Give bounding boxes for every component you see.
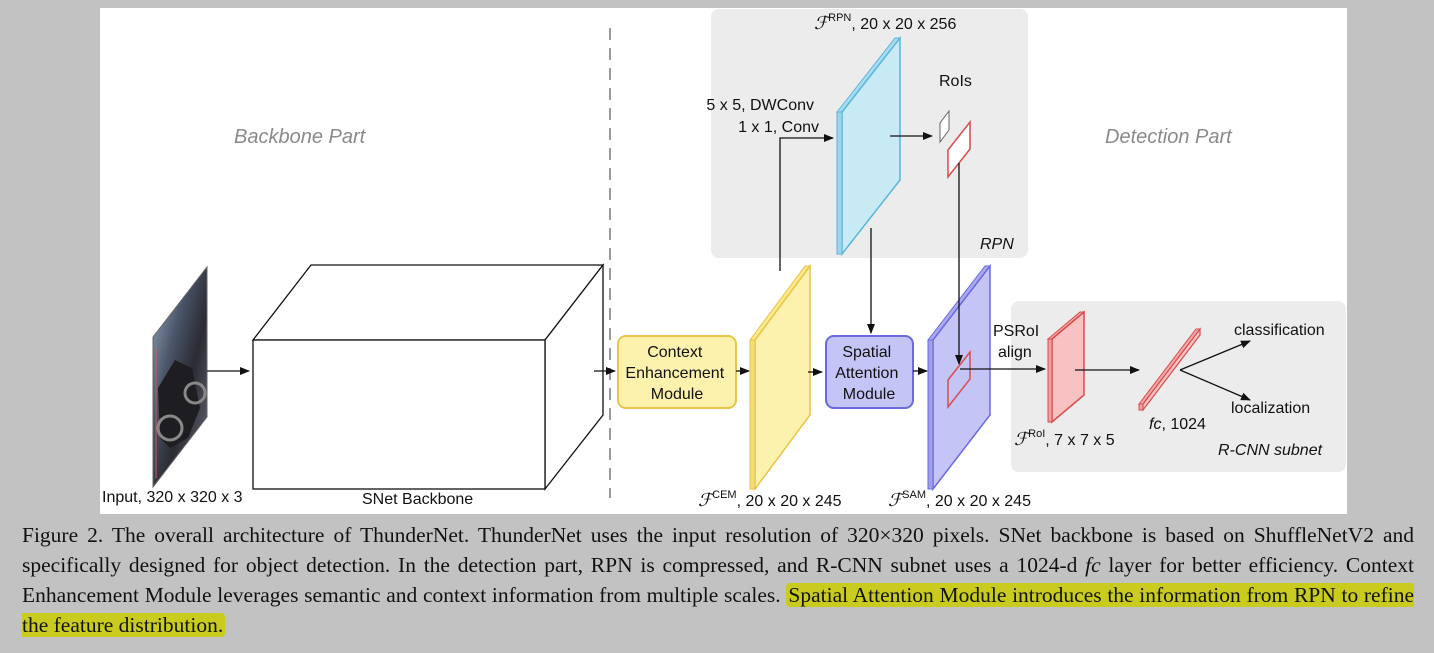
rpn-label: RPN: [980, 236, 1014, 253]
sam-module-line-1: Spatial: [842, 344, 891, 361]
rpn-conv-label-1: 5 x 5, DWConv: [706, 97, 814, 114]
figure-caption: Figure 2. The overall architecture of Th…: [22, 520, 1415, 640]
rpn-feature-map: [835, 35, 902, 257]
sam-feature-label: ℱSAM, 20 x 20 x 245: [888, 489, 1031, 510]
snet-backbone-label: SNet Backbone: [362, 491, 473, 508]
psroi-label-2: align: [998, 344, 1032, 361]
backbone-part-label: Backbone Part: [234, 126, 367, 148]
cem-module-line-3: Module: [651, 386, 704, 403]
fc-label: fc, 1024: [1149, 416, 1206, 433]
snet-backbone-cuboid: [251, 263, 605, 491]
architecture-diagram: Backbone Part Detection Part Input, 320 …: [102, 9, 1346, 510]
rois-label: RoIs: [939, 73, 972, 90]
figure-panel: Backbone Part Detection Part Input, 320 …: [100, 8, 1347, 514]
input-label: Input, 320 x 320 x 3: [102, 489, 243, 506]
rpn-conv-label-2: 1 x 1, Conv: [738, 119, 819, 136]
caption-fc: fc: [1085, 553, 1101, 577]
classification-label: classification: [1234, 322, 1325, 339]
caption-text-1: Figure 2. The overall architecture of Th…: [22, 523, 1414, 577]
arrow-cem-to-rpn: [779, 134, 834, 271]
sam-module-label: Spatial Attention Module: [835, 344, 903, 403]
cem-feature-label: ℱCEM, 20 x 20 x 245: [698, 489, 842, 510]
roi-feature-label: ℱRoI, 7 x 7 x 5: [1014, 428, 1115, 449]
sam-module-box: [825, 335, 914, 409]
cem-module-line-2: Enhancement: [625, 365, 724, 382]
roi-red-box: [947, 119, 971, 180]
rcnn-subnet-label: R-CNN subnet: [1218, 442, 1323, 459]
rcnn-region: [1011, 301, 1346, 472]
roi-small-box: [939, 109, 950, 144]
fc-layer: [1137, 327, 1202, 412]
caption-text-2: layer for better efficiency. Context Enh…: [22, 553, 1414, 607]
detection-part-label: Detection Part: [1105, 126, 1233, 148]
roi-feature-map: [1046, 310, 1086, 424]
sam-module-line-2: Attention: [835, 365, 898, 382]
cem-module-line-1: Context: [647, 344, 703, 361]
cem-module-label: Context Enhancement Module: [625, 344, 728, 403]
arrow-to-classification: [1179, 340, 1251, 371]
input-image: [152, 265, 208, 489]
sam-module-line-3: Module: [843, 386, 896, 403]
localization-label: localization: [1231, 400, 1310, 417]
rpn-feature-label: ℱRPN, 20 x 20 x 256: [814, 12, 956, 33]
cem-module-box: [617, 335, 737, 409]
cem-feature-map: [749, 263, 811, 492]
arrow-to-localization: [1179, 369, 1251, 401]
psroi-label-1: PSRoI: [993, 323, 1039, 340]
